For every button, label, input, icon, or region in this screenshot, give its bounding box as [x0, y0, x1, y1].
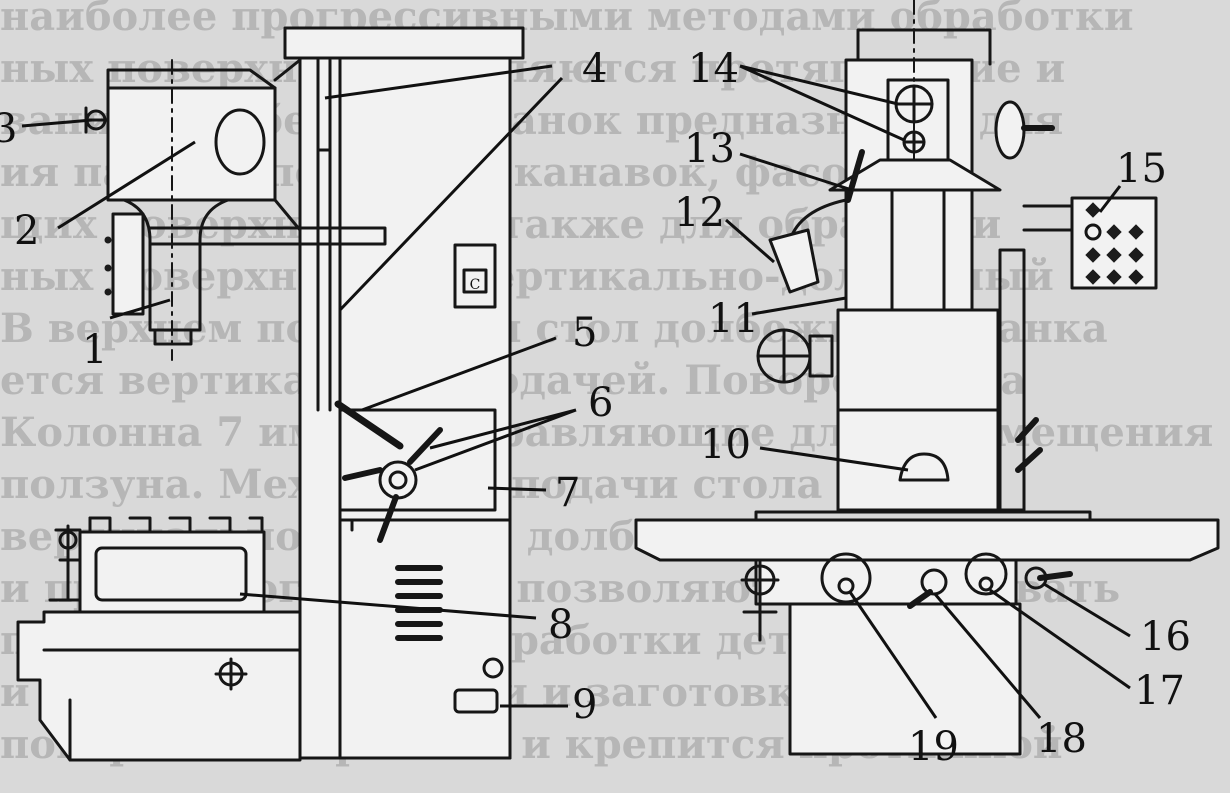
callout-12: 12	[674, 190, 725, 236]
callout-5: 5	[572, 310, 597, 356]
callout-17: 17	[1134, 668, 1185, 714]
ram-arm	[148, 226, 387, 246]
bg-line-9: Колонна 7 имеет направляющие для перемещ…	[0, 409, 1213, 456]
leader-15	[1098, 185, 1122, 213]
column-body	[298, 56, 512, 760]
callout-1: 1	[82, 327, 107, 373]
left-table-tslots	[88, 516, 264, 534]
head-top	[886, 78, 950, 162]
left-table-window	[94, 546, 248, 602]
callout-10: 10	[700, 422, 751, 468]
leader-2	[57, 140, 196, 230]
table-handwheel	[48, 524, 82, 602]
bg-line-1: наиболее прогрессивными методами обработ…	[0, 0, 1134, 40]
callout-8: 8	[548, 602, 573, 648]
callout-labels: 1 2 3 4 5 6 7 8 9 10 11 12 13 14 15 16 1…	[0, 46, 1191, 770]
leader-14	[739, 64, 905, 142]
leader-19	[848, 591, 938, 719]
leader-11	[751, 296, 847, 316]
column-panel-letter: C	[470, 277, 481, 293]
callout-15: 15	[1116, 146, 1167, 192]
side-wheel	[994, 100, 1026, 160]
leader-1	[109, 298, 171, 320]
column-lower-box	[338, 408, 497, 512]
right-machine-front-view	[634, 0, 1220, 756]
callout-13: 13	[684, 126, 735, 172]
callout-2: 2	[14, 208, 39, 254]
callout-11: 11	[708, 296, 759, 342]
ram-shoulder	[828, 158, 1002, 192]
leader-17	[989, 588, 1131, 690]
leader-16	[1043, 582, 1131, 638]
column-rails	[316, 58, 332, 412]
lever-18	[920, 568, 948, 596]
leader-12	[725, 218, 775, 264]
panel-buttons	[1084, 202, 1144, 285]
door-handle	[453, 688, 499, 714]
leader-4	[324, 64, 564, 312]
left-base-lines	[42, 648, 302, 762]
lamp-12	[768, 228, 820, 294]
right-base	[788, 602, 1022, 756]
leader-10	[759, 446, 909, 472]
lever-5	[334, 400, 404, 450]
column-top	[283, 26, 525, 60]
head-window	[214, 108, 266, 176]
leader-lines	[21, 64, 1131, 719]
callout-3: 3	[0, 106, 17, 152]
wheel-17	[964, 552, 1008, 596]
callout-18: 18	[1036, 716, 1087, 762]
leader-6	[414, 408, 577, 472]
leader-3	[21, 118, 93, 128]
leader-5	[361, 336, 557, 412]
wheel-19	[820, 552, 872, 604]
callout-16: 16	[1140, 614, 1191, 660]
door-lock-icon	[482, 657, 504, 679]
column-panel	[453, 243, 497, 309]
lever-13	[845, 149, 865, 203]
callout-19: 19	[908, 724, 959, 770]
callout-4: 4	[582, 46, 607, 92]
callout-14: 14	[688, 46, 739, 92]
leader-7	[487, 486, 547, 492]
ram-body	[890, 188, 946, 312]
callout-9: 9	[572, 682, 597, 728]
callout-7: 7	[555, 470, 580, 516]
leader-18	[933, 593, 1042, 719]
clamp-block	[111, 212, 145, 316]
leader-13	[739, 152, 853, 192]
right-base-upper	[754, 558, 1018, 606]
callout-6: 6	[588, 380, 613, 426]
left-base	[16, 610, 302, 762]
left-machine-side-view: C	[16, 26, 525, 762]
part-10	[898, 452, 950, 482]
right-table	[634, 518, 1220, 562]
leader-8	[239, 592, 537, 620]
